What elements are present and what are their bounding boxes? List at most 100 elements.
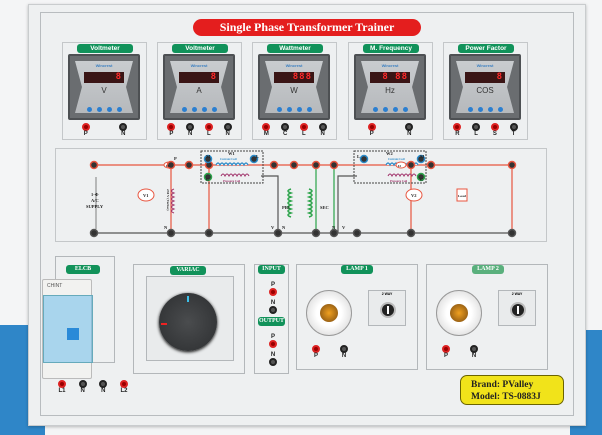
banana-jack[interactable] — [299, 123, 308, 131]
diagram-terminal[interactable] — [203, 172, 213, 182]
meter-button[interactable] — [402, 107, 408, 112]
meter-button[interactable] — [201, 107, 207, 112]
terminal-l1[interactable]: L1 — [58, 380, 66, 394]
diagram-terminal[interactable] — [184, 160, 194, 170]
banana-jack[interactable] — [204, 123, 213, 131]
terminal-l2[interactable]: L2 — [119, 380, 128, 394]
diagram-terminal[interactable] — [352, 228, 362, 238]
diagram-terminal[interactable] — [329, 160, 339, 170]
meter-button[interactable] — [106, 107, 112, 112]
selector-switch[interactable] — [380, 302, 396, 318]
terminal-t[interactable]: T — [509, 123, 518, 137]
diagram-terminal[interactable] — [359, 154, 369, 164]
banana-jack[interactable] — [405, 123, 414, 131]
banana-jack[interactable] — [78, 380, 87, 388]
diagram-terminal[interactable] — [311, 160, 321, 170]
selector-switch[interactable] — [510, 302, 526, 318]
banana-jack[interactable] — [509, 123, 518, 131]
terminal-m[interactable]: M — [262, 123, 271, 137]
banana-jack[interactable] — [223, 123, 232, 131]
meter-button[interactable] — [467, 107, 473, 112]
diagram-terminal[interactable] — [426, 160, 436, 170]
variac-knob[interactable] — [159, 293, 217, 351]
meter-button[interactable] — [487, 107, 493, 112]
elcb-breaker[interactable]: CHINT — [42, 279, 93, 379]
terminal-p[interactable]: P — [269, 282, 277, 296]
diagram-terminal[interactable] — [203, 154, 213, 164]
banana-jack[interactable] — [186, 123, 195, 131]
diagram-terminal[interactable] — [269, 160, 279, 170]
meter-button[interactable] — [276, 107, 282, 112]
diagram-terminal[interactable] — [273, 228, 283, 238]
diagram-terminal[interactable] — [416, 172, 426, 182]
banana-jack[interactable] — [470, 345, 478, 353]
terminal-p[interactable]: P — [312, 345, 320, 359]
meter-button[interactable] — [477, 107, 483, 112]
banana-jack[interactable] — [119, 380, 128, 388]
banana-jack[interactable] — [58, 380, 66, 388]
diagram-terminal[interactable] — [507, 228, 517, 238]
banana-jack[interactable] — [81, 123, 90, 131]
terminal-n[interactable]: N — [223, 123, 232, 137]
terminal-n[interactable]: N — [340, 345, 348, 359]
terminal-l[interactable]: L — [299, 123, 308, 137]
meter-button[interactable] — [191, 107, 197, 112]
banana-jack[interactable] — [367, 123, 376, 131]
diagram-terminal[interactable] — [329, 228, 339, 238]
meter-button[interactable] — [372, 107, 378, 112]
meter-button[interactable] — [382, 107, 388, 112]
terminal-n[interactable]: N — [99, 380, 108, 394]
diagram-terminal[interactable] — [507, 160, 517, 170]
meter-button[interactable] — [116, 107, 122, 112]
banana-jack[interactable] — [490, 123, 499, 131]
banana-jack[interactable] — [269, 288, 277, 296]
terminal-l[interactable]: L — [204, 123, 213, 137]
diagram-terminal[interactable] — [166, 160, 176, 170]
terminal-s[interactable]: S — [490, 123, 499, 137]
diagram-terminal[interactable] — [166, 228, 176, 238]
elcb-toggle[interactable] — [67, 328, 79, 340]
banana-jack[interactable] — [340, 345, 348, 353]
terminal-p[interactable]: P — [167, 123, 176, 137]
terminal-n[interactable]: N — [318, 123, 327, 137]
banana-jack[interactable] — [442, 345, 450, 353]
banana-jack[interactable] — [99, 380, 108, 388]
diagram-terminal[interactable] — [289, 160, 299, 170]
terminal-p[interactable]: P — [269, 334, 277, 348]
meter-button[interactable] — [181, 107, 187, 112]
banana-jack[interactable] — [318, 123, 327, 131]
terminal-n[interactable]: N — [269, 352, 277, 366]
banana-jack[interactable] — [312, 345, 320, 353]
diagram-terminal[interactable] — [249, 154, 259, 164]
terminal-n[interactable]: N — [405, 123, 414, 137]
terminal-p[interactable]: P — [367, 123, 376, 137]
meter-button[interactable] — [211, 107, 217, 112]
diagram-terminal[interactable] — [204, 228, 214, 238]
meter-button[interactable] — [392, 107, 398, 112]
terminal-p[interactable]: P — [81, 123, 90, 137]
banana-jack[interactable] — [281, 123, 290, 131]
banana-jack[interactable] — [269, 306, 277, 314]
terminal-n[interactable]: N — [186, 123, 195, 137]
terminal-p[interactable]: P — [442, 345, 450, 359]
banana-jack[interactable] — [453, 123, 462, 131]
banana-jack[interactable] — [472, 123, 481, 131]
meter-button[interactable] — [96, 107, 102, 112]
banana-jack[interactable] — [167, 123, 176, 131]
diagram-terminal[interactable] — [406, 228, 416, 238]
meter-button[interactable] — [296, 107, 302, 112]
banana-jack[interactable] — [269, 358, 277, 366]
banana-jack[interactable] — [119, 123, 128, 131]
meter-button[interactable] — [86, 107, 92, 112]
diagram-terminal[interactable] — [89, 160, 99, 170]
terminal-n[interactable]: N — [119, 123, 128, 137]
diagram-terminal[interactable] — [89, 228, 99, 238]
terminal-n[interactable]: N — [78, 380, 87, 394]
terminal-c[interactable]: C — [281, 123, 290, 137]
diagram-terminal[interactable] — [311, 228, 321, 238]
diagram-terminal[interactable] — [416, 154, 426, 164]
terminal-n[interactable]: N — [269, 300, 277, 314]
terminal-n[interactable]: N — [470, 345, 478, 359]
meter-button[interactable] — [286, 107, 292, 112]
diagram-terminal[interactable] — [406, 160, 416, 170]
